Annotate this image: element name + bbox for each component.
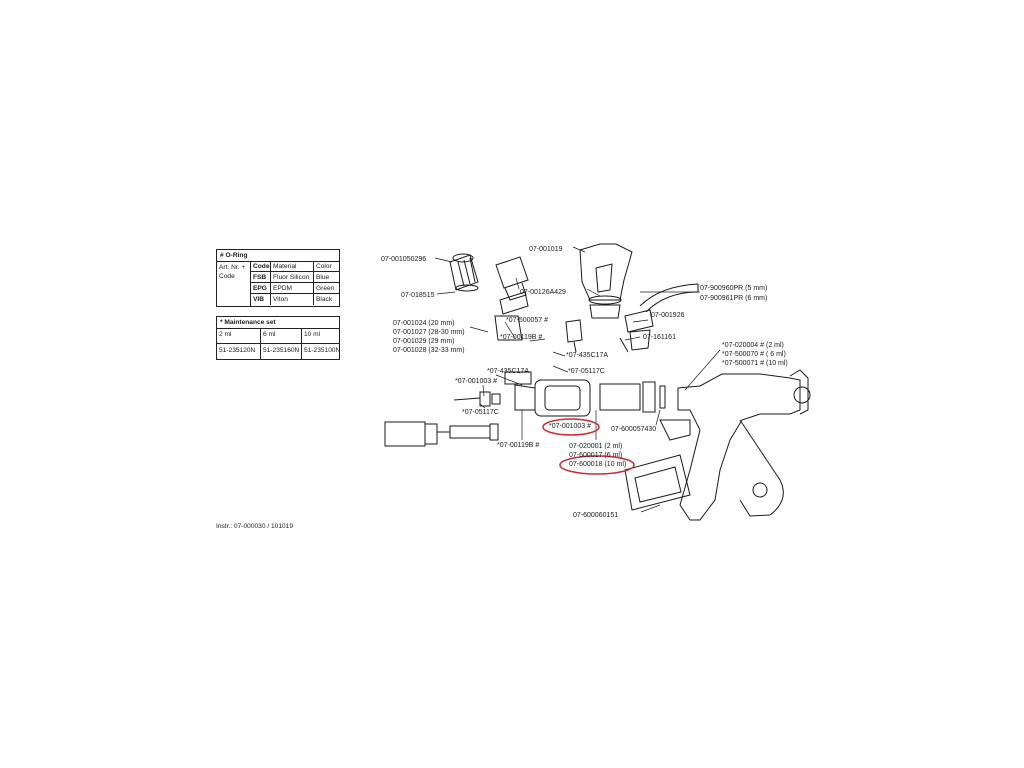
maintenance-value-6ml: 51-235160N [261, 344, 302, 359]
part-label: *07-435C17A [487, 368, 530, 375]
part-label: 07-001050296 [381, 256, 427, 263]
part-label: 07-001029 (29 mm) [393, 338, 455, 345]
gun-body [624, 369, 811, 521]
oring-col-code: Code [251, 261, 271, 272]
part-label: 07-00126A429 [520, 289, 566, 296]
highlight-ellipse [559, 455, 635, 475]
maintenance-value-10ml: 51-235100N [304, 347, 341, 354]
oring-row-code: EPG [251, 283, 271, 294]
large-cap-part [565, 243, 633, 353]
maintenance-col-2ml: 2 ml [217, 328, 261, 343]
oring-row-material: Fluor Silicon [271, 272, 314, 283]
oring-table: # O-Ring Art. Nr. + Code Code Material C… [216, 249, 340, 307]
oring-art-nr-label: Art. Nr. + Code [217, 261, 251, 306]
part-label: 07-001024 (20 mm) [393, 320, 455, 327]
oring-row-material: EPDM [271, 283, 314, 294]
highlight-ellipse [542, 418, 600, 436]
part-label: 07-600057430 [611, 426, 657, 433]
oring-row-code: FSB [251, 272, 271, 283]
needle-assembly [384, 391, 501, 447]
part-label: 07-900960PR (5 mm) [700, 285, 768, 292]
oring-col-color: Color [314, 261, 339, 272]
maintenance-row-divider [217, 343, 339, 344]
tube-part [639, 283, 699, 313]
part-label: 07-018515 [401, 292, 435, 299]
cap-part [449, 253, 479, 292]
oring-col-material: Material [271, 261, 314, 272]
oring-table-header: # O-Ring [217, 250, 339, 262]
part-label: 07-600060151 [573, 512, 619, 519]
adapter-part [494, 256, 529, 341]
oring-row-material: Viton [271, 294, 314, 305]
part-label: 07-020001 (2 ml) [569, 443, 623, 450]
maintenance-value-2ml: 51-235120N [217, 344, 261, 359]
oring-row-color: Green [314, 283, 339, 294]
part-label: 07-900961PR (6 mm) [700, 295, 768, 302]
part-label: 07-161161 [643, 334, 676, 341]
instruction-reference: Instr.: 07-000030 / 101019 [216, 523, 293, 530]
part-label: *07-500071 # (10 ml) [722, 360, 788, 367]
syringe-body [504, 371, 666, 417]
oring-row-color: Black [316, 296, 333, 303]
part-label: *07-500070 # ( 6 ml) [722, 351, 786, 358]
valve-part [619, 309, 654, 353]
part-label: 07-001926 [651, 312, 685, 319]
part-label: *07-00119B # [497, 442, 540, 449]
part-label: *07-020004 # (2 ml) [722, 342, 784, 349]
part-label: *07-05117C [462, 409, 499, 416]
maintenance-col-10ml: 10 ml [304, 331, 321, 338]
part-label: *07-00119B # [500, 334, 543, 341]
part-label: 07-001027 (28-30 mm) [393, 329, 465, 336]
maintenance-col-6ml: 6 ml [261, 328, 302, 343]
part-label: 07-600017 (6 ml) [569, 452, 623, 459]
oring-row-code: VIB [251, 294, 271, 305]
oring-row-color: Blue [314, 272, 339, 283]
part-label: *07-435C17A [566, 352, 609, 359]
part-label: *07-05117C [568, 368, 605, 375]
part-label-highlighted: 07-600018 (10 ml) [569, 461, 627, 468]
part-label: 07-001019 [529, 246, 563, 253]
maintenance-table: * Maintenance set 2 ml 6 ml 10 ml 51-235… [216, 316, 340, 360]
maintenance-table-header: * Maintenance set [217, 317, 339, 329]
part-label: *07-001003 # [455, 378, 498, 385]
part-label: *07-500057 # [506, 317, 549, 324]
part-label: 07-001028 (32-33 mm) [393, 347, 465, 354]
part-label-highlighted: *07-001003 # [549, 423, 592, 430]
